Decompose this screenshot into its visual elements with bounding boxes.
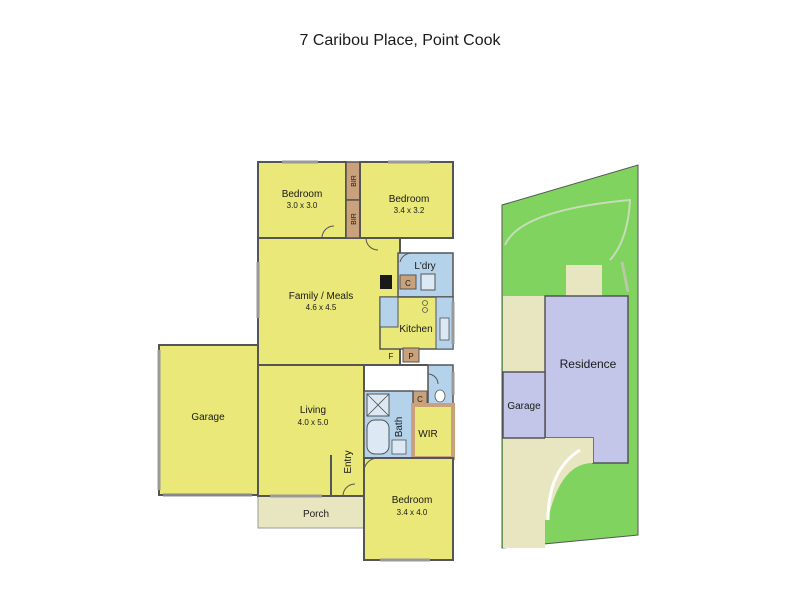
living-room [257, 364, 365, 497]
bedroom-2-label: Bedroom [389, 194, 430, 205]
bedroom-2-room [359, 161, 454, 239]
laundry-trough [420, 273, 436, 291]
site-garage [502, 371, 546, 439]
laundry-label: L'dry [414, 261, 435, 272]
toilet-icon [434, 389, 446, 403]
porch-area [257, 495, 365, 529]
fridge-space-black [380, 275, 392, 289]
site-residence-label: Residence [560, 357, 617, 371]
site-front-curve [545, 438, 593, 520]
family-meals-label: Family / Meals [289, 291, 353, 302]
pantry-label: P [408, 352, 413, 361]
plan-title: 7 Caribou Place, Point Cook [299, 32, 501, 49]
cupboard-laundry-label: C [405, 279, 411, 288]
porch-label: Porch [303, 509, 329, 520]
bedroom-1-size: 3.0 x 3.0 [287, 201, 318, 210]
bedroom-2-door [365, 237, 379, 251]
site-shed [566, 265, 602, 296]
entry-label: Entry [343, 450, 354, 473]
toilet-door [427, 373, 439, 385]
bedroom-3-size: 3.4 x 4.0 [397, 508, 428, 517]
bedroom-1-label: Bedroom [282, 189, 323, 200]
cooktop-burner [422, 307, 428, 313]
bir-top-label: BIR [351, 175, 358, 187]
kitchen-bench [379, 296, 399, 328]
vanity-icon [391, 439, 407, 455]
pantry-cupboard [402, 347, 420, 363]
shower-cross-2 [366, 393, 390, 417]
garage-label: Garage [191, 412, 225, 423]
bath-label: Bath [394, 417, 405, 438]
site-garage-label: Garage [507, 401, 541, 412]
kitchen-label: Kitchen [399, 324, 432, 335]
cupboard-laundry [399, 274, 417, 290]
site-front-arc [546, 448, 581, 521]
bathtub-icon [366, 419, 390, 455]
site-right-path [620, 261, 630, 293]
bedroom-1-door [321, 225, 335, 239]
cupboard-hall-label: C [417, 395, 423, 404]
living-label: Living [300, 405, 326, 416]
family-meals-size: 4.6 x 4.5 [306, 303, 337, 312]
site-residence [544, 295, 629, 464]
site-driveway-curve [504, 198, 632, 261]
wir-label: WIR [418, 429, 437, 440]
family-meals-room [257, 237, 401, 366]
bedroom-2-size: 3.4 x 3.2 [394, 206, 425, 215]
bedroom-3-room [363, 457, 454, 561]
living-size: 4.0 x 5.0 [298, 418, 329, 427]
fridge-label: F [389, 352, 394, 361]
sink-icon [439, 317, 450, 341]
cooktop-icon [422, 300, 428, 306]
bir-bottom-label: BIR [351, 213, 358, 225]
bedroom-3-label: Bedroom [392, 495, 433, 506]
bedroom-1-room [257, 161, 347, 239]
bedroom-3-door [363, 457, 379, 471]
entry-door [342, 483, 356, 497]
laundry-door [399, 252, 413, 263]
